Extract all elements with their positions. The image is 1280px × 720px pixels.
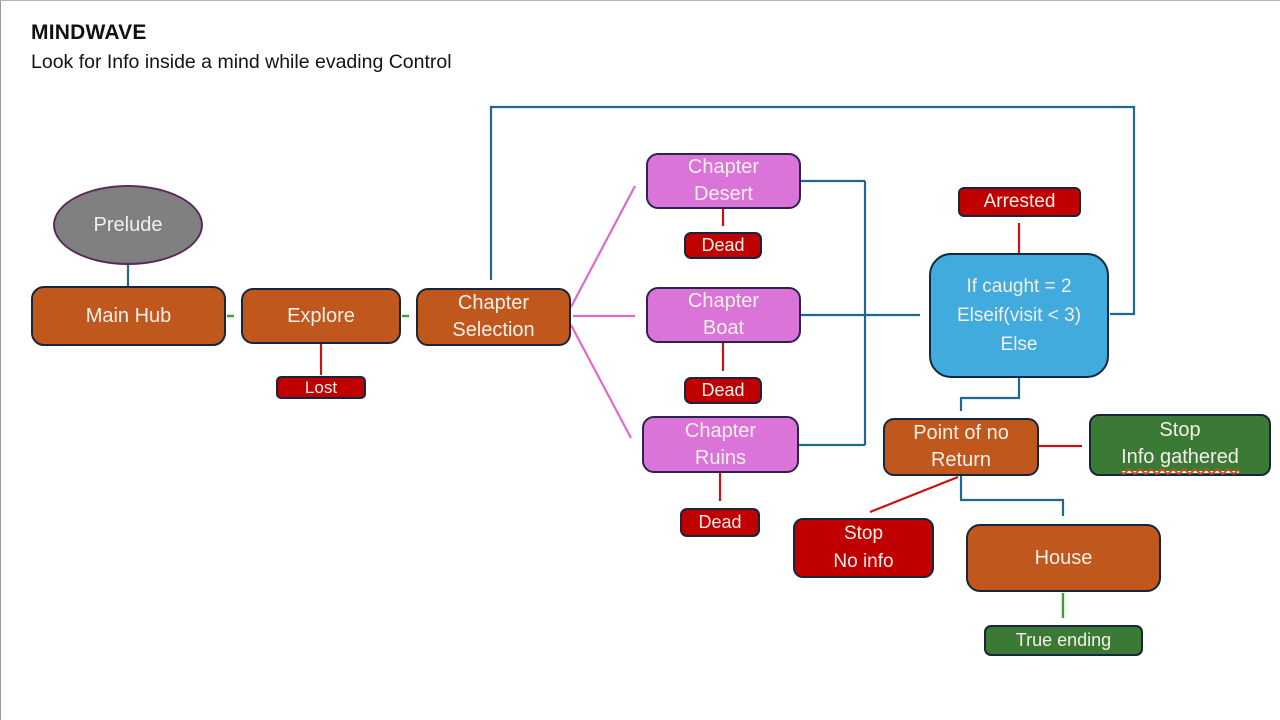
node-stop-info-gathered[interactable]: Stop Info gathered bbox=[1089, 414, 1271, 476]
node-stop-no-info[interactable]: Stop No info bbox=[793, 518, 934, 578]
node-chapter-selection[interactable]: Chapter Selection bbox=[416, 288, 571, 346]
node-main-hub[interactable]: Main Hub bbox=[31, 286, 226, 346]
slide-subtitle: Look for Info inside a mind while evadin… bbox=[31, 51, 452, 73]
slide-title: MINDWAVE bbox=[31, 21, 147, 44]
node-dead-ruins[interactable]: Dead bbox=[680, 508, 760, 537]
node-chapter-ruins[interactable]: Chapter Ruins bbox=[642, 416, 799, 473]
node-chapter-desert[interactable]: Chapter Desert bbox=[646, 153, 801, 209]
node-arrested[interactable]: Arrested bbox=[958, 187, 1081, 217]
node-chapter-boat[interactable]: Chapter Boat bbox=[646, 287, 801, 343]
node-dead-desert[interactable]: Dead bbox=[684, 232, 762, 259]
node-lost[interactable]: Lost bbox=[276, 376, 366, 399]
node-true-ending[interactable]: True ending bbox=[984, 625, 1143, 656]
node-point-of-no-return[interactable]: Point of no Return bbox=[883, 418, 1039, 476]
node-decision[interactable]: If caught = 2 Elseif(visit < 3) Else bbox=[929, 253, 1109, 378]
node-explore[interactable]: Explore bbox=[241, 288, 401, 344]
pink-connectors bbox=[570, 185, 636, 439]
node-dead-boat[interactable]: Dead bbox=[684, 377, 762, 404]
stop-info-line1: Stop bbox=[1159, 419, 1201, 441]
stop-info-line2: Info gathered bbox=[1121, 446, 1239, 468]
stop-info-line2-wrap: Info gathered bbox=[1121, 444, 1239, 473]
node-house[interactable]: House bbox=[966, 524, 1161, 592]
node-prelude[interactable]: Prelude bbox=[53, 185, 203, 265]
